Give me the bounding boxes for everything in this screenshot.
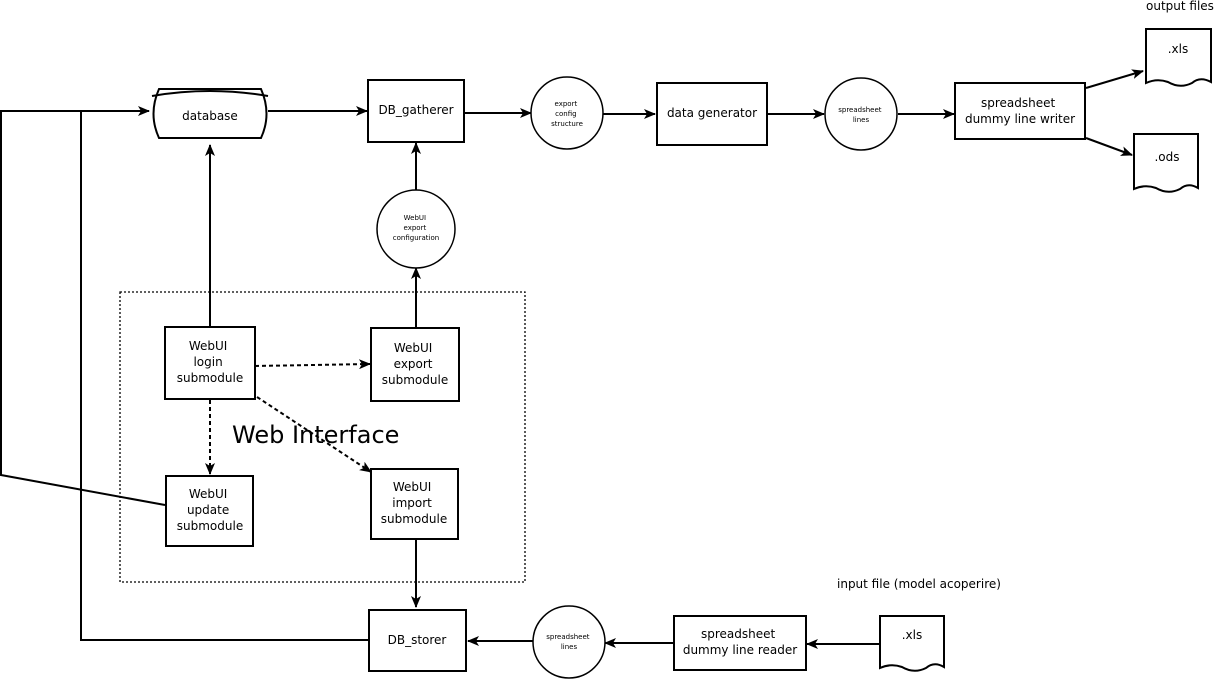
db-gatherer-label: DB_gatherer (378, 103, 453, 117)
database-node: database (151, 88, 269, 139)
xls-input-file: .xls (879, 615, 945, 672)
db-gatherer-node: DB_gatherer (367, 79, 465, 143)
xls-input-label: .xls (902, 628, 923, 642)
export-config-structure-label: export config structure (551, 100, 583, 128)
web-interface-label: Web Interface (232, 421, 399, 449)
edge-writer-to-ods (1085, 137, 1133, 156)
edge-login-to-export (254, 359, 371, 370)
spreadsheet-lines-top-label: spreadsheet lines (838, 106, 884, 124)
webui-export-label: WebUI export submodule (382, 341, 448, 387)
webui-export-submodule: WebUI export submodule (370, 327, 460, 402)
spreadsheet-lines-top-node: spreadsheet lines (824, 77, 898, 151)
webui-update-label: WebUI update submodule (177, 487, 243, 533)
line-reader-label: spreadsheet dummy line reader (683, 627, 797, 657)
spreadsheet-lines-bottom-node: spreadsheet lines (532, 605, 606, 679)
webui-export-configuration-label: WebUI export configuration (393, 214, 439, 242)
xls-output-file: .xls (1145, 28, 1212, 87)
input-file-label: input file (model acoperire) (837, 577, 1001, 591)
line-reader-node: spreadsheet dummy line reader (673, 615, 807, 671)
db-storer-node: DB_storer (368, 609, 467, 672)
edge-login-to-import (256, 396, 372, 473)
export-config-structure-node: export config structure (530, 76, 604, 150)
webui-export-configuration-node: WebUI export configuration (376, 189, 456, 269)
ods-output-file: .ods (1133, 133, 1199, 193)
data-generator-label: data generator (667, 106, 757, 120)
edges (0, 69, 1144, 649)
web-interface-frame (119, 291, 526, 583)
output-files-label: output files (1146, 0, 1214, 13)
webui-login-label: WebUI login submodule (177, 339, 243, 385)
line-writer-node: spreadsheet dummy line writer (954, 82, 1086, 140)
db-storer-label: DB_storer (388, 633, 447, 647)
edge-update-to-database (0, 106, 166, 506)
webui-update-submodule: WebUI update submodule (165, 475, 254, 547)
database-label: database (182, 109, 238, 123)
webui-login-submodule: WebUI login submodule (164, 326, 256, 400)
webui-import-label: WebUI import submodule (381, 480, 447, 526)
xls-output-label: .xls (1168, 42, 1189, 56)
line-writer-label: spreadsheet dummy line writer (965, 96, 1075, 126)
data-generator-node: data generator (656, 82, 768, 146)
spreadsheet-lines-bottom-label: spreadsheet lines (546, 633, 592, 651)
ods-output-label: .ods (1154, 150, 1179, 164)
edge-storer-to-database (80, 111, 369, 641)
webui-import-submodule: WebUI import submodule (370, 468, 459, 540)
edge-writer-to-xls (1085, 69, 1144, 89)
